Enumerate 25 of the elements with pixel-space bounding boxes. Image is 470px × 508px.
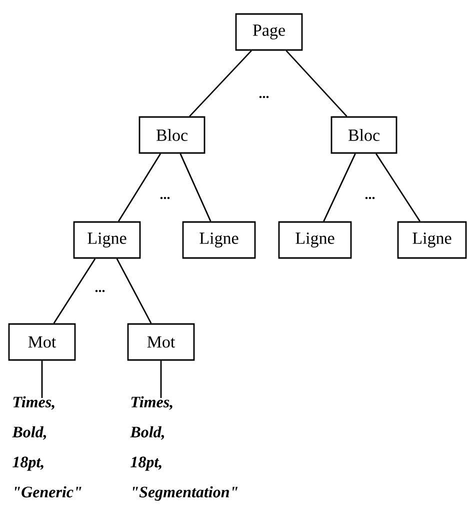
tree-line	[189, 50, 252, 117]
tree-box: Bloc	[330, 116, 398, 154]
tree-line	[116, 258, 152, 324]
ellipsis: ...	[365, 196, 375, 200]
tree-box: Ligne	[182, 221, 256, 259]
ellipsis: ...	[259, 96, 269, 98]
tree-line	[180, 153, 212, 222]
tree-line	[323, 153, 356, 222]
tree-line	[41, 360, 43, 398]
tree-line	[286, 50, 348, 117]
tree-line	[160, 360, 162, 398]
tree-line	[118, 153, 162, 222]
tree-line	[53, 258, 96, 324]
ellipsis: ...	[95, 290, 105, 292]
tree-box: Ligne	[278, 221, 352, 259]
ellipsis: ...	[160, 196, 170, 200]
tree-box: Ligne	[397, 221, 467, 259]
attribute-text: Times, Bold, 18pt, "Segmentation"	[130, 396, 238, 501]
tree-line	[376, 153, 420, 222]
attribute-text: Times, Bold, 18pt, "Generic"	[12, 396, 82, 498]
tree-box: Mot	[127, 323, 195, 361]
tree-box: Ligne	[73, 221, 141, 259]
tree-box: Mot	[8, 323, 76, 361]
tree-box: Bloc	[138, 116, 206, 154]
tree-box: Page	[235, 13, 303, 51]
